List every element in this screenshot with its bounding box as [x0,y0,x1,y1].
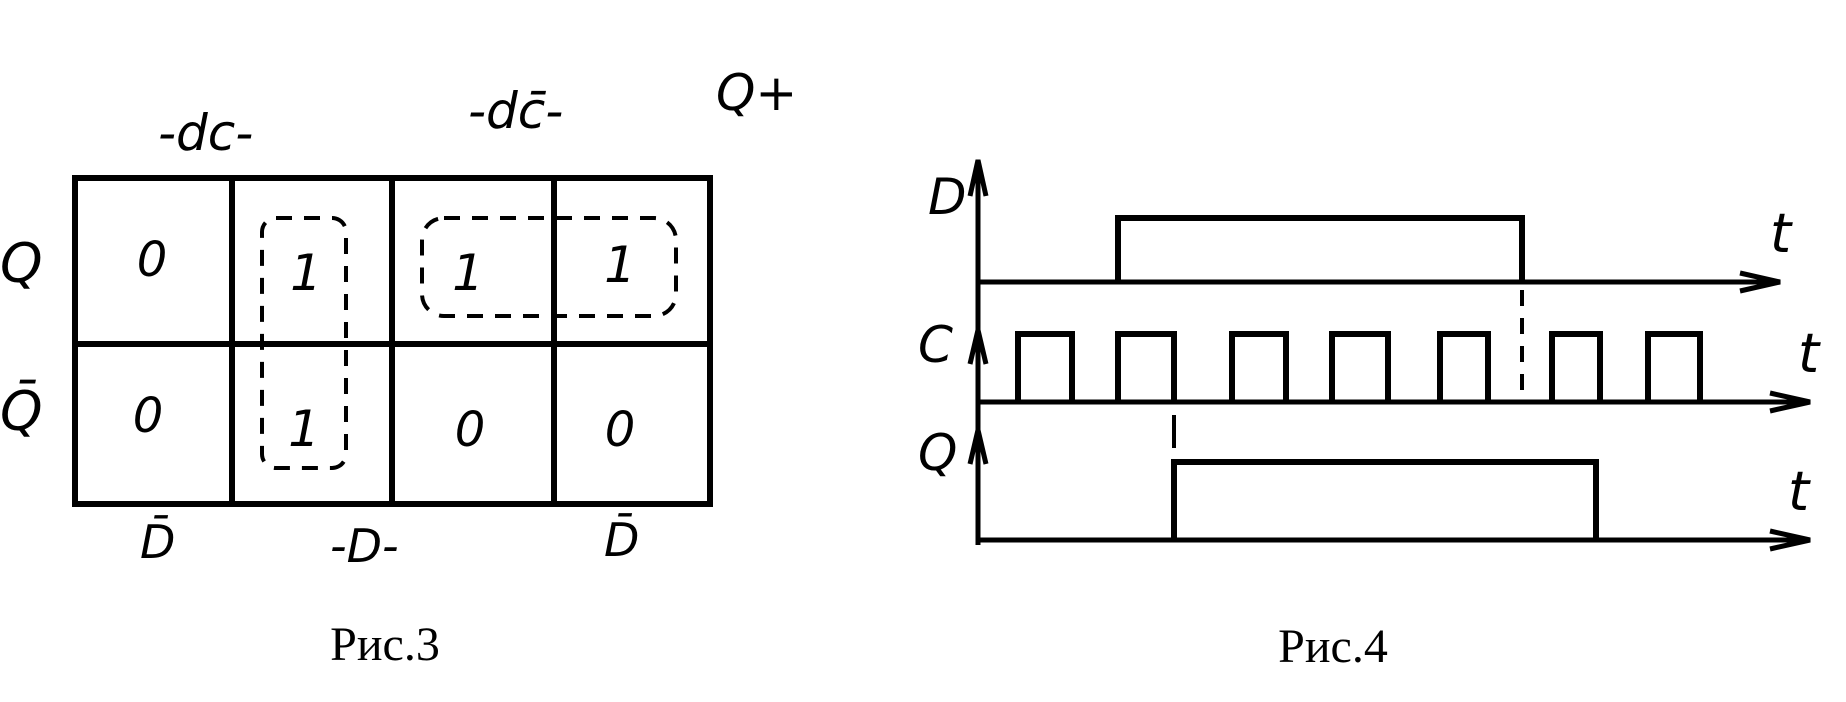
cell-r2-c1: 0 [133,388,164,444]
clock-pulse-7 [1645,331,1703,402]
clock-pulse-6 [1549,331,1603,402]
column-label-dc-bar: -dc̄- [468,82,563,140]
axis-arrow-c [967,329,989,365]
d-pulse [1115,215,1525,282]
clock-pulse-5 [1437,331,1491,402]
row-label-q-bar: Q̄ [0,380,43,443]
d-time-arrow [1739,270,1781,294]
axis-arrow-d [967,159,989,197]
corner-label-q-plus: Q+ [716,64,797,122]
clock-pulse-3 [1229,331,1289,402]
column-label-dc: -dc- [158,104,253,162]
grouping-vertical [260,216,348,470]
q-pulse [1171,459,1599,540]
q-time-arrow [1769,528,1811,552]
c-axis-t-label: t [1798,322,1821,385]
d-axis-t-label: t [1770,202,1793,265]
bottom-label-d-bar-right: D̄ [604,513,639,567]
cell-r1-c1: 0 [137,232,168,288]
signal-label-c: C [918,316,953,374]
row-label-q: Q [0,232,43,295]
q-axis-t-label: t [1788,460,1811,523]
axis-arrow-q [967,429,989,465]
cell-r2-c4: 0 [605,402,636,458]
bottom-label-d-bar-left: D̄ [140,515,175,569]
cell-r1-c2: 1 [290,244,322,302]
bottom-label-d: -D- [330,519,399,573]
cell-r1-c4: 1 [604,236,636,294]
karnaugh-map: -dc- -dc̄- Q+ Q Q̄ 0 1 1 1 0 1 0 0 D̄ -D… [0,64,797,671]
c-time-arrow [1769,390,1811,414]
figure-3-caption: Рис.3 [330,618,440,671]
clock-pulse-2 [1115,331,1177,402]
figure-4-caption: Рис.4 [1278,620,1388,673]
clock-pulse-4 [1329,331,1391,402]
cell-r1-c3: 1 [452,244,484,302]
cell-r2-c3: 0 [455,402,486,458]
cell-r2-c2: 1 [288,400,320,458]
signal-label-d: D [928,168,967,226]
signal-label-q: Q [918,424,957,482]
clock-pulse-1 [1015,331,1075,402]
timing-diagram: D t C t Q t Рис.4 [918,159,1821,673]
